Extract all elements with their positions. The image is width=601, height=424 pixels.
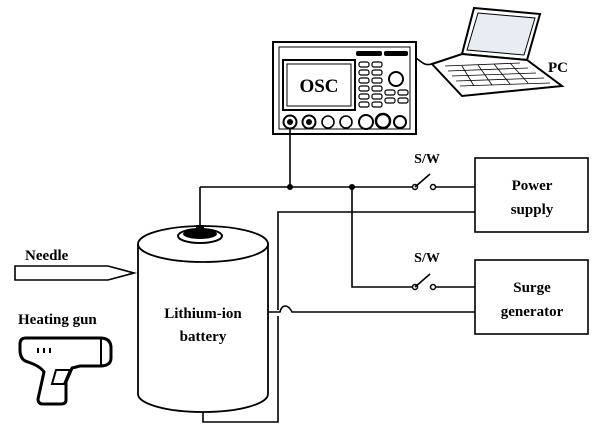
surge-generator-box: Surge generator xyxy=(474,259,589,335)
surge-generator-label-line1: Surge xyxy=(513,280,551,296)
battery-label-line1: Lithium-ion xyxy=(164,306,242,322)
surge-generator-label-line2: generator xyxy=(501,304,564,320)
heat-gun-icon xyxy=(18,336,113,406)
switch-icon xyxy=(411,273,437,291)
battery-cell-icon xyxy=(137,225,269,413)
battery-label-line2: battery xyxy=(180,329,227,345)
power-supply-label-line1: Power xyxy=(512,178,553,194)
needle-label: Needle xyxy=(25,248,69,264)
power-supply-box: Power supply xyxy=(474,157,589,233)
oscilloscope-icon xyxy=(272,41,417,135)
needle-icon xyxy=(14,265,138,281)
sw-bottom-label: S/W xyxy=(414,251,440,266)
osc-label: OSC xyxy=(299,76,338,97)
power-supply-label-line2: supply xyxy=(511,202,554,218)
switch-icon xyxy=(411,173,437,191)
laptop-icon xyxy=(415,6,565,98)
heating-gun-label: Heating gun xyxy=(18,312,97,328)
sw-top-label: S/W xyxy=(414,152,440,167)
pc-label: PC xyxy=(548,60,568,76)
wiring xyxy=(199,128,475,423)
